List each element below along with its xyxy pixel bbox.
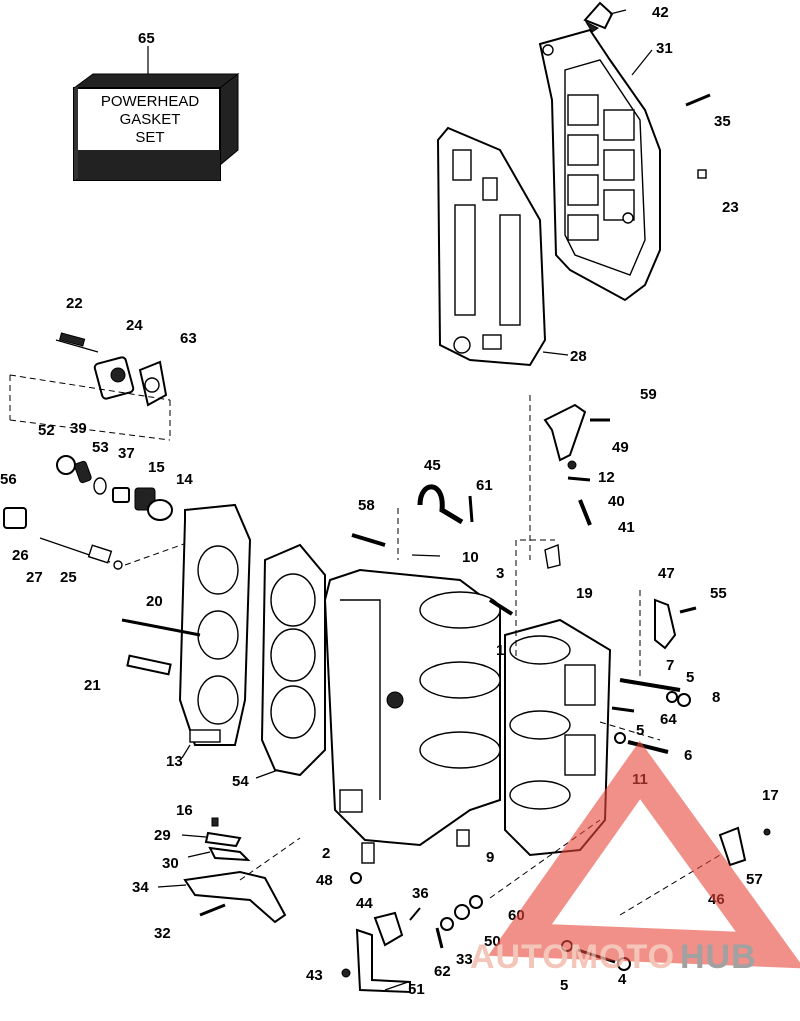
thermostat-parts xyxy=(56,455,173,521)
callout-61: 61 xyxy=(476,477,493,494)
exhaust-cover xyxy=(538,28,661,302)
callout-14: 14 xyxy=(176,471,193,488)
callout-12: 12 xyxy=(598,469,615,486)
callout-65: 65 xyxy=(138,30,155,47)
exhaust-plate xyxy=(436,126,547,367)
callout-24: 24 xyxy=(126,317,143,334)
callout-52: 52 xyxy=(38,422,55,439)
cylinder-block xyxy=(323,568,501,847)
callout-31: 31 xyxy=(656,40,673,57)
kit-label-line1: POWERHEAD xyxy=(101,93,200,110)
callout-48: 48 xyxy=(316,872,333,889)
callout-59: 59 xyxy=(640,386,657,403)
callout-1: 1 xyxy=(496,642,504,659)
callout-51: 51 xyxy=(408,981,425,998)
callout-58: 58 xyxy=(358,497,375,514)
callout-9: 9 xyxy=(486,849,494,866)
cap-42 xyxy=(583,1,614,33)
callout-34: 34 xyxy=(132,879,149,896)
callout-56: 56 xyxy=(0,471,17,488)
callout-30: 30 xyxy=(162,855,179,872)
callout-15: 15 xyxy=(148,459,165,476)
callout-21: 21 xyxy=(84,677,101,694)
watermark-text-auto: AUTOMOTO xyxy=(470,938,675,976)
sensor-assembly xyxy=(3,507,196,570)
callout-19: 19 xyxy=(576,585,593,602)
callout-62: 62 xyxy=(434,963,451,980)
callout-33: 33 xyxy=(456,951,473,968)
callout-17: 17 xyxy=(762,787,779,804)
cylinder-head xyxy=(178,503,252,746)
callout-40: 40 xyxy=(608,493,625,510)
callout-55: 55 xyxy=(710,585,727,602)
watermark-logo: AUTOMOTO HUB xyxy=(470,740,800,976)
kit-label-line3: SET xyxy=(135,129,164,146)
callout-23: 23 xyxy=(722,199,739,216)
callout-7: 7 xyxy=(666,657,674,674)
callout-16: 16 xyxy=(176,802,193,819)
callout-53: 53 xyxy=(92,439,109,456)
callout-20: 20 xyxy=(146,593,163,610)
callout-10: 10 xyxy=(462,549,479,566)
throttle-arm xyxy=(341,907,421,994)
callout-5: 5 xyxy=(686,669,694,686)
callout-41: 41 xyxy=(618,519,635,536)
callout-43: 43 xyxy=(306,967,323,984)
callout-47: 47 xyxy=(658,565,675,582)
callout-63: 63 xyxy=(180,330,197,347)
callout-13: 13 xyxy=(166,753,183,770)
callout-5: 5 xyxy=(636,722,644,739)
callout-28: 28 xyxy=(570,348,587,365)
watermark-text-hub: HUB xyxy=(680,938,757,976)
callout-49: 49 xyxy=(612,439,629,456)
callout-42: 42 xyxy=(652,4,669,21)
throttle-lever xyxy=(543,403,610,526)
callout-39: 39 xyxy=(70,420,87,437)
callout-8: 8 xyxy=(712,689,720,706)
callout-22: 22 xyxy=(66,295,83,312)
callout-44: 44 xyxy=(356,895,373,912)
callout-6: 6 xyxy=(684,747,692,764)
crankcase xyxy=(504,618,612,857)
gasket-set-box: POWERHEAD GASKET SET xyxy=(72,72,240,181)
callout-27: 27 xyxy=(26,569,43,586)
callout-57: 57 xyxy=(746,871,763,888)
thermostat-cover xyxy=(55,332,168,407)
callout-54: 54 xyxy=(232,773,249,790)
callout-32: 32 xyxy=(154,925,171,942)
kit-label-line2: GASKET xyxy=(120,111,181,128)
callout-64: 64 xyxy=(660,711,677,728)
head-gasket xyxy=(260,543,326,777)
cam-follower xyxy=(183,817,301,924)
callout-45: 45 xyxy=(424,457,441,474)
callout-4: 4 xyxy=(618,971,627,988)
callout-26: 26 xyxy=(12,547,29,564)
callout-29: 29 xyxy=(154,827,171,844)
callout-5: 5 xyxy=(560,977,568,994)
callout-2: 2 xyxy=(322,845,330,862)
callout-36: 36 xyxy=(412,885,429,902)
link-arm xyxy=(639,590,697,680)
callout-25: 25 xyxy=(60,569,77,586)
callout-37: 37 xyxy=(118,445,135,462)
callout-35: 35 xyxy=(714,113,731,130)
callout-3: 3 xyxy=(496,565,504,582)
